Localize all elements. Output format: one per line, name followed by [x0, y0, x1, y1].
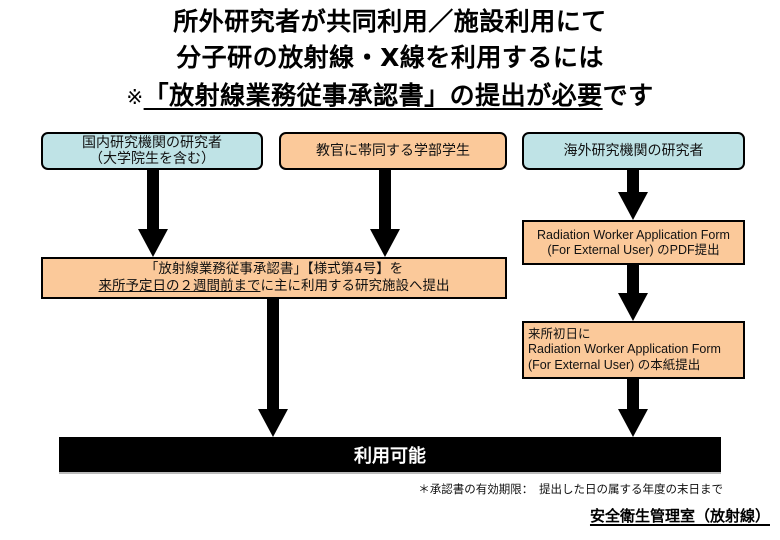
title-line-1: 所外研究者が共同利用／施設利用にて: [173, 7, 607, 36]
submission-destination: に主に利用する研究施設へ提出: [260, 278, 450, 294]
available-label: 利用可能: [354, 445, 426, 467]
original-submission-box: 来所初日に Radiation Worker Application Form …: [522, 321, 745, 379]
department-name: 安全衛生管理室（放射線）: [589, 507, 770, 525]
original-submission-line-1: 来所初日に: [528, 326, 591, 341]
arrow-student-to-submission: [370, 170, 400, 257]
title-line-2: 分子研の放射線・X線を利用するには: [176, 43, 604, 72]
arrow-submission-to-available: [258, 299, 288, 437]
pdf-submission-box: Radiation Worker Application Form (For E…: [522, 220, 745, 265]
arrow-head-icon: [618, 293, 648, 321]
validity-note: ＊承認書の有効期限： 提出した日の属する年度の末日まで: [418, 482, 723, 496]
pdf-submission-line-1: Radiation Worker Application Form: [537, 227, 730, 242]
overseas-researcher-box: 海外研究機関の研究者: [522, 132, 745, 170]
reference-mark: ※: [126, 85, 144, 109]
undergraduate-student-box: 教官に帯同する学部学生: [279, 132, 507, 170]
title-tail: です: [602, 81, 654, 110]
arrow-overseas-to-pdf: [618, 170, 648, 220]
arrow-pdf-to-original: [618, 265, 648, 321]
original-submission-line-3: (For External User) の本紙提出: [528, 357, 701, 372]
arrow-domestic-to-submission: [138, 170, 168, 257]
arrow-head-icon: [370, 229, 400, 257]
arrow-original-to-available: [618, 379, 648, 437]
arrow-head-icon: [138, 229, 168, 257]
arrow-head-icon: [258, 409, 288, 437]
submission-line-1: 「放射線業務従事承認書」【様式第4号】を: [144, 261, 404, 277]
title-line-3: ※「放射線業務従事承認書」の提出が必要です: [0, 80, 780, 113]
overseas-researcher-label: 海外研究機関の研究者: [563, 143, 704, 159]
arrow-head-icon: [618, 409, 648, 437]
domestic-researcher-box: 国内研究機関の研究者 （大学院生を含む）: [41, 132, 263, 170]
arrow-head-icon: [618, 192, 648, 220]
domestic-researcher-label: 国内研究機関の研究者: [82, 135, 222, 151]
submission-deadline: 来所予定日の２週間前まで: [98, 278, 261, 294]
pdf-submission-line-2: (For External User) のPDF提出: [547, 242, 720, 257]
undergraduate-student-label: 教官に帯同する学部学生: [316, 143, 470, 159]
title-requirement: 「放射線業務従事承認書」の提出が必要: [143, 81, 603, 110]
domestic-researcher-note: （大学院生を含む）: [89, 151, 215, 167]
submission-line-2: 来所予定日の２週間前までに主に利用する研究施設へ提出: [99, 278, 450, 295]
available-result-bar: 利用可能: [59, 437, 721, 472]
approval-form-submission-box: 「放射線業務従事承認書」【様式第4号】を 来所予定日の２週間前までに主に利用する…: [41, 257, 507, 299]
original-submission-line-2: Radiation Worker Application Form: [528, 342, 721, 357]
